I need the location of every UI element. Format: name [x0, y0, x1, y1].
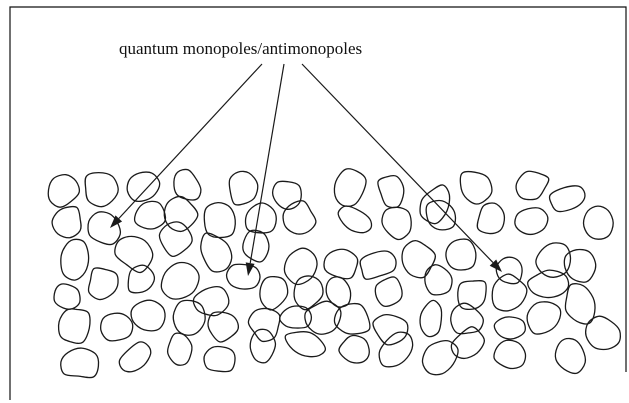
frame-border	[9, 6, 627, 400]
particle-blob	[535, 242, 572, 278]
particle-blob	[548, 185, 586, 213]
particle-blob	[271, 180, 302, 210]
particle-blob	[166, 332, 193, 366]
pointer-arrow-line	[118, 63, 263, 219]
particle-blob	[374, 276, 403, 307]
particle-blob	[563, 248, 597, 283]
particle-blob	[323, 248, 359, 280]
particle-blob	[249, 328, 277, 364]
particle-blob	[60, 238, 90, 281]
blob-field	[47, 168, 622, 379]
pointer-arrow-line	[249, 63, 285, 264]
particle-blob	[84, 171, 119, 208]
particle-blob	[279, 305, 313, 329]
particle-blob	[203, 201, 236, 239]
particle-blob	[424, 264, 453, 296]
particle-blob	[419, 184, 451, 225]
particle-blob	[244, 202, 277, 234]
particle-blob	[450, 326, 485, 360]
particle-blob	[60, 347, 100, 379]
particle-blob	[172, 299, 206, 336]
particle-blob	[372, 313, 409, 346]
particle-blob	[293, 275, 324, 311]
particle-blob	[333, 168, 367, 207]
particle-blob	[459, 170, 493, 205]
particle-blob	[127, 264, 156, 294]
particle-blob	[514, 207, 549, 235]
particle-blob	[158, 221, 193, 257]
particle-blob	[425, 199, 457, 231]
particle-blob	[493, 339, 527, 370]
particle-blob	[476, 202, 506, 235]
particle-blob	[247, 307, 281, 343]
particle-blob	[304, 300, 342, 335]
particle-blob	[381, 206, 412, 241]
particle-blob	[401, 240, 437, 279]
particle-blob	[582, 205, 614, 240]
particle-blob	[564, 283, 596, 325]
diagram-label: quantum monopoles/antimonopoles	[119, 39, 362, 58]
particle-blob	[527, 269, 570, 299]
particle-blob	[242, 229, 270, 263]
particle-blob	[228, 170, 259, 206]
arrowhead-icon	[489, 259, 502, 272]
arrowhead-icon	[110, 215, 123, 228]
particle-blob	[114, 235, 154, 274]
arrow-group	[110, 63, 502, 276]
particle-blob	[163, 195, 199, 233]
particle-blob	[100, 312, 134, 342]
particle-blob	[203, 345, 236, 373]
particle-blob	[87, 267, 119, 301]
particle-blob	[57, 308, 91, 345]
particle-blob	[207, 311, 240, 343]
particle-blob	[421, 339, 459, 376]
particle-blob	[284, 331, 327, 358]
particle-blob	[515, 170, 550, 201]
particle-blob	[377, 174, 405, 209]
particle-blob	[359, 250, 397, 280]
particle-blob	[126, 171, 161, 202]
particle-blob	[173, 168, 202, 201]
particle-blob	[133, 200, 167, 230]
particle-blob	[283, 247, 318, 286]
particle-blob	[51, 205, 82, 239]
particle-blob	[192, 285, 230, 317]
particle-blob	[47, 174, 81, 208]
particle-blob	[200, 232, 233, 273]
particle-blob	[337, 205, 373, 234]
particle-blob	[450, 302, 484, 335]
particle-blob	[130, 299, 166, 332]
particle-blob	[493, 316, 526, 340]
particle-blob	[259, 275, 289, 311]
particle-blob	[491, 273, 528, 312]
particle-blob	[457, 280, 487, 311]
particle-blob	[338, 334, 370, 364]
particle-blob	[445, 238, 477, 271]
particle-blob	[118, 341, 152, 373]
arrowhead-icon	[245, 262, 255, 276]
particle-blob	[554, 337, 587, 375]
particle-blob	[585, 315, 622, 351]
particle-blob	[378, 331, 414, 368]
particle-blob	[53, 283, 81, 310]
particle-blob	[282, 200, 317, 235]
particle-blob	[526, 301, 562, 335]
particle-blob	[333, 302, 371, 335]
pointer-arrow-line	[301, 63, 494, 264]
particle-blob	[419, 299, 443, 338]
particle-blob	[160, 261, 200, 300]
particle-blob	[225, 263, 261, 290]
